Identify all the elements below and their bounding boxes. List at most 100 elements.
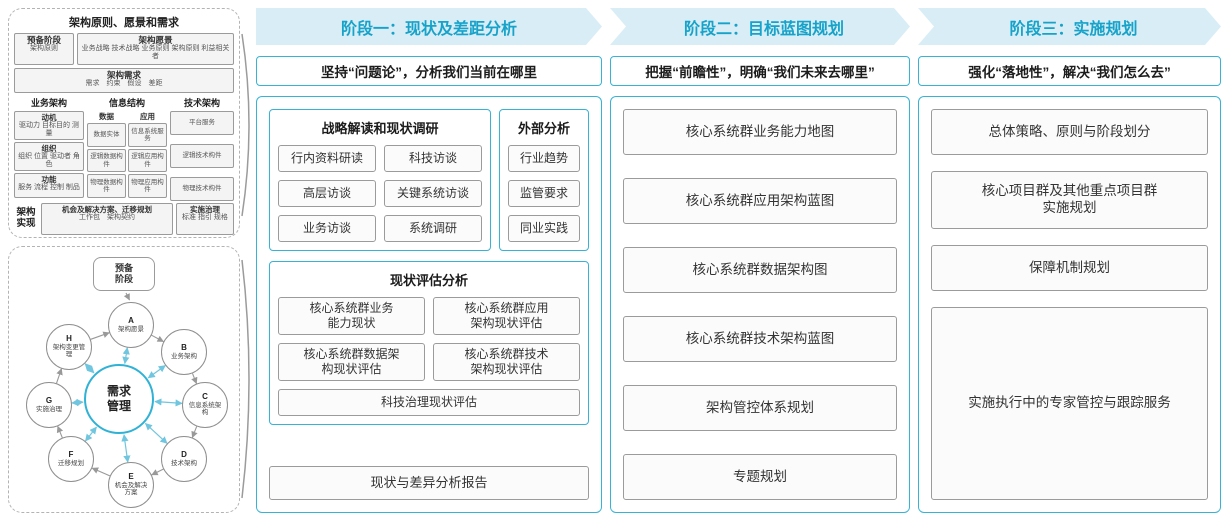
adm-node-letter: H <box>66 334 72 344</box>
adm-node-label: 架构变更管理 <box>52 344 86 359</box>
opportunities-migration-box: 机会及解决方案、迁移规划 工作包 架构契约 <box>41 203 173 235</box>
phase1-content-box: 战略解读和现状调研 行内资料研读 科技访谈 高层访谈 关键系统访谈 业务访谈 系… <box>256 96 602 513</box>
adm-node-h-change-management: H 架构变更管理 <box>46 324 92 370</box>
adm-requirements-management-circle: 需求 管理 <box>84 364 154 434</box>
adm-node-label: 架构愿景 <box>118 325 144 333</box>
phase2-subtitle-text: 把握“前瞻性”，明确“我们未来去哪里” <box>645 65 875 80</box>
external-item: 行业趋势 <box>508 145 580 172</box>
phase1-subtitle-text: 坚持“问题论”，分析我们当前在哪里 <box>321 65 537 80</box>
motivation-title: 动机 <box>41 113 57 122</box>
phase2-item: 核心系统群业务能力地图 <box>623 109 897 155</box>
adm-node-label: 业务架构 <box>171 352 197 360</box>
phase2-item: 架构管控体系规划 <box>623 385 897 431</box>
physical-data-component-box: 物理数据构件 <box>87 174 126 199</box>
phase2-header-banner: 阶段二：目标蓝图规划 <box>610 8 910 45</box>
adm-node-f-migration: F 迁移规划 <box>48 436 94 482</box>
phase2-item: 核心系统群应用架构蓝图 <box>623 178 897 224</box>
architecture-vision-box: 架构愿景 业务战略 技术战略 业务原则 架构原则 利益相关者 <box>77 33 234 65</box>
adm-arrows <box>55 292 198 477</box>
phase3-subtitle-box: 强化“落地性”，解决“我们怎么去” <box>918 56 1221 86</box>
framework-row-prep-vision: 预备阶段 架构原则 架构愿景 业务战略 技术战略 业务原则 架构原则 利益相关者 <box>14 33 234 65</box>
strategy-item: 系统调研 <box>384 215 482 242</box>
assessment-item: 核心系统群技术 架构现状评估 <box>433 343 580 381</box>
architecture-vision-title: 架构愿景 <box>138 35 173 45</box>
assessment-item: 核心系统群业务 能力现状 <box>278 297 425 335</box>
phase3-header-banner: 阶段三：实施规划 <box>918 8 1221 45</box>
adm-node-letter: G <box>45 396 53 406</box>
adm-node-label: 实施治理 <box>36 405 62 413</box>
physical-tech-component-box: 物理技术构件 <box>170 177 234 201</box>
motivation-items: 驱动力 目标目的 测量 <box>19 122 79 138</box>
adm-node-a-vision: A 架构愿景 <box>108 302 154 348</box>
implementation-governance-title: 实施治理 <box>190 205 220 214</box>
phase3-item: 保障机制规划 <box>931 245 1208 291</box>
architecture-requirements-items: 需求 约束 假设 差距 <box>85 80 163 88</box>
adm-node-label: 迁移规划 <box>58 459 84 467</box>
business-architecture-title: 业务架构 <box>30 98 67 108</box>
phase2-column: 阶段二：目标蓝图规划 把握“前瞻性”，明确“我们未来去哪里” 核心系统群业务能力… <box>610 8 910 513</box>
information-architecture-title: 信息结构 <box>108 98 145 108</box>
adm-node-b-business: B 业务架构 <box>161 329 207 375</box>
phase2-item: 核心系统群技术架构蓝图 <box>623 316 897 362</box>
adm-node-c-information-systems: C 信息系统架构 <box>182 382 228 428</box>
architecture-framework-panel: 架构原则、愿景和需求 预备阶段 架构原则 架构愿景 业务战略 技术战略 业务原则… <box>8 8 240 238</box>
external-analysis-box: 外部分析 行业趋势 监管要求 同业实践 <box>499 109 589 251</box>
phase3-item: 核心项目群及其他重点项目群 实施规划 <box>931 171 1208 229</box>
phase2-item: 专题规划 <box>623 454 897 500</box>
function-box: 功能 服务 流程 控制 制品 <box>14 173 84 198</box>
framework-architecture-columns: 业务架构 动机 驱动力 目标目的 测量 组织 组织 位置 驱动者 角色 功能 服… <box>14 96 234 201</box>
prep-phase-title: 预备阶段 <box>26 35 61 45</box>
adm-node-letter: B <box>181 343 187 353</box>
strategy-item: 业务访谈 <box>278 215 376 242</box>
assessment-title: 现状评估分析 <box>389 273 468 288</box>
technology-architecture-column: 技术架构 平台服务 逻辑技术构件 物理技术构件 <box>170 96 234 201</box>
is-service-box: 信息系统服务 <box>128 123 167 147</box>
adm-node-letter: F <box>68 450 74 460</box>
phase1-header-text: 阶段一：现状及差距分析 <box>340 20 517 38</box>
architecture-vision-items: 业务战略 技术战略 业务原则 架构原则 利益相关者 <box>81 45 230 61</box>
strategy-item: 高层访谈 <box>278 180 376 207</box>
opportunities-migration-items: 工作包 架构契约 <box>79 214 135 221</box>
phase2-item: 核心系统群数据架构图 <box>623 247 897 293</box>
adm-cycle-panel: 预备 阶段 需求 管理 A 架构愿景 B 业务架构 C 信息系统架构 D 技术架… <box>8 246 240 513</box>
phase2-subtitle-box: 把握“前瞻性”，明确“我们未来去哪里” <box>610 56 910 86</box>
phase3-header-text: 阶段三：实施规划 <box>1009 20 1138 38</box>
phase3-subtitle-text: 强化“落地性”，解决“我们怎么去” <box>968 65 1171 80</box>
phase2-content-box: 核心系统群业务能力地图 核心系统群应用架构蓝图 核心系统群数据架构图 核心系统群… <box>610 96 910 513</box>
phase1-header-banner: 阶段一：现状及差距分析 <box>256 8 602 45</box>
technology-architecture-title: 技术架构 <box>183 98 220 108</box>
architecture-implementation-row: 架构 实现 机会及解决方案、迁移规划 工作包 架构契约 实施治理 标准 指引 规… <box>14 203 234 235</box>
adm-node-e-opportunities: E 机会及解决方案 <box>108 462 154 508</box>
business-architecture-column: 业务架构 动机 驱动力 目标目的 测量 组织 组织 位置 驱动者 角色 功能 服… <box>14 96 84 200</box>
strategy-item: 科技访谈 <box>384 145 482 172</box>
prep-phase-box: 预备阶段 架构原则 <box>14 33 74 65</box>
implementation-governance-items: 标准 指引 规格 <box>182 214 228 221</box>
phase1-subtitle-box: 坚持“问题论”，分析我们当前在哪里 <box>256 56 602 86</box>
assessment-item: 核心系统群数据架 构现状评估 <box>278 343 425 381</box>
motivation-box: 动机 驱动力 目标目的 测量 <box>14 111 84 141</box>
adm-node-g-governance: G 实施治理 <box>26 382 72 428</box>
phase3-item: 实施执行中的专家管控与跟踪服务 <box>931 307 1208 500</box>
architecture-requirements-box: 架构需求 需求 约束 假设 差距 <box>14 68 234 93</box>
assessment-item: 核心系统群应用 架构现状评估 <box>433 297 580 335</box>
adm-node-label: 机会及解决方案 <box>114 482 148 497</box>
data-subcolumn: 数据 数据实体 逻辑数据构件 物理数据构件 <box>87 111 126 200</box>
external-analysis-title: 外部分析 <box>517 121 570 136</box>
adm-node-letter: A <box>128 316 134 326</box>
organization-box: 组织 组织 位置 驱动者 角色 <box>14 142 84 172</box>
data-subtitle: 数据 <box>99 112 114 121</box>
data-entity-box: 数据实体 <box>87 123 126 147</box>
function-items: 服务 流程 控制 制品 <box>18 184 80 192</box>
function-title: 功能 <box>41 175 57 185</box>
phase3-content-box: 总体策略、原则与阶段划分 核心项目群及其他重点项目群 实施规划 保障机制规划 实… <box>918 96 1221 513</box>
assessment-item-full: 科技治理现状评估 <box>278 389 580 416</box>
strategy-item: 行内资料研读 <box>278 145 376 172</box>
logical-tech-component-box: 逻辑技术构件 <box>170 144 234 168</box>
organization-items: 组织 位置 驱动者 角色 <box>18 153 80 169</box>
adm-node-label: 信息系统架构 <box>188 402 222 417</box>
adm-node-letter: C <box>202 392 208 402</box>
external-item: 监管要求 <box>508 180 580 207</box>
phase1-column: 阶段一：现状及差距分析 坚持“问题论”，分析我们当前在哪里 战略解读和现状调研 … <box>256 8 602 513</box>
adm-node-letter: E <box>128 472 134 482</box>
